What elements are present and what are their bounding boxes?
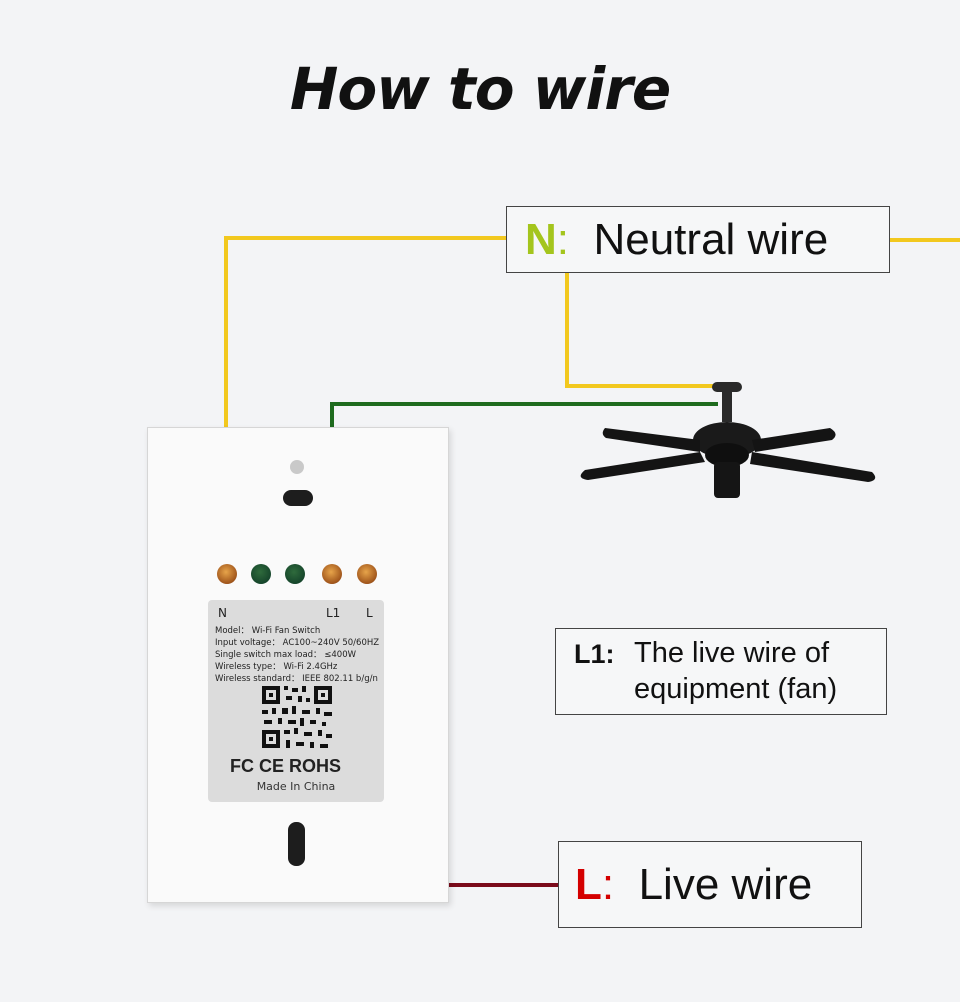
top-slot	[283, 490, 313, 506]
neutral-colon: :	[556, 215, 570, 264]
spec-model: Model： Wi-Fi Fan Switch	[215, 626, 321, 636]
live-colon: :	[601, 860, 615, 909]
terminal-unused-2	[285, 564, 305, 584]
live-letter: L	[575, 860, 602, 909]
made-in-label: Made In China	[256, 780, 336, 793]
spec-wireless-standard: Wireless standard： IEEE 802.11 b/g/n	[215, 674, 378, 684]
terminal-unused-1	[251, 564, 271, 584]
neutral-letter: N	[525, 215, 557, 264]
l1-text-line-1: The live wire of	[634, 637, 830, 669]
terminal-l	[357, 564, 377, 584]
l1-colon: :	[605, 639, 615, 669]
terminal-l1	[322, 564, 342, 584]
l1-wire-label: L1: The live wire of equipment (fan)	[555, 628, 887, 715]
bottom-slot	[288, 822, 305, 866]
spec-input-voltage: Input voltage： AC100~240V 50/60HZ	[215, 638, 380, 648]
ceiling-fan	[580, 382, 876, 498]
spec-max-load: Single switch max load： ≤400W	[215, 650, 357, 660]
neutral-wire-label: N: Neutral wire	[506, 206, 890, 273]
live-text: Live wire	[638, 860, 813, 909]
neutral-text: Neutral wire	[593, 215, 829, 264]
neutral-wire-to-fan	[565, 273, 722, 388]
l1-text-line-2: equipment (fan)	[634, 673, 838, 705]
l1-code: L1	[574, 639, 606, 669]
terminal-label-n: N	[218, 606, 227, 620]
spec-wireless-type: Wireless type： Wi-Fi 2.4GHz	[215, 662, 338, 672]
qr-code-icon	[260, 684, 334, 750]
indicator-light	[290, 460, 304, 474]
wifi-fan-switch: N L1 L Model： Wi-Fi Fan Switch Input vol…	[147, 427, 449, 903]
terminal-label-l1: L1	[326, 606, 341, 620]
live-wire-label: L: Live wire	[558, 841, 862, 928]
page-title: How to wire	[289, 55, 671, 123]
terminal-label-l: L	[366, 606, 373, 620]
spec-label-panel: N L1 L Model： Wi-Fi Fan Switch Input vol…	[208, 600, 384, 802]
certification-marks: FC CE ROHS	[230, 756, 342, 776]
terminal-n	[217, 564, 237, 584]
